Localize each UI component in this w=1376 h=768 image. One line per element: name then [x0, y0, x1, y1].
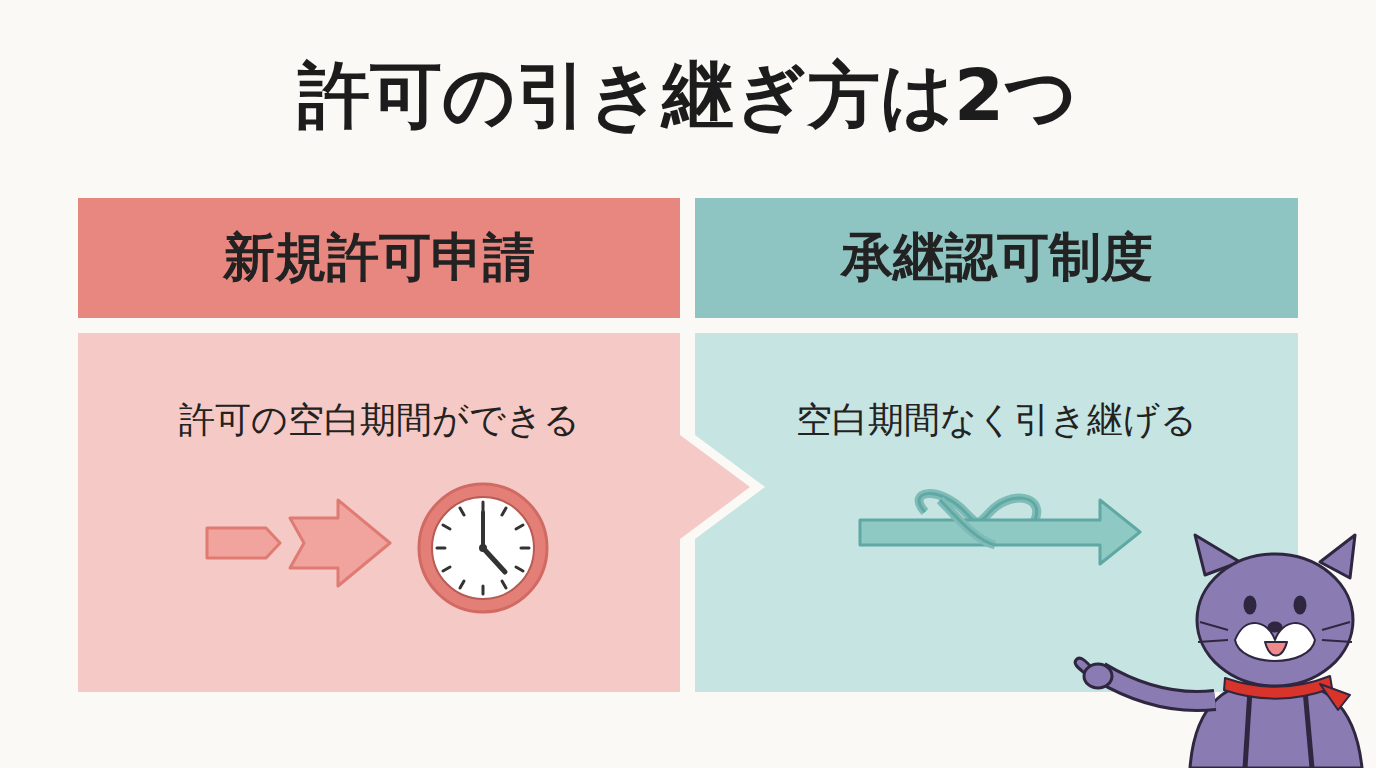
panel-text: 空白期間なく引き継げる — [796, 396, 1197, 445]
cat-mascot — [1075, 535, 1362, 768]
panel-heading: 新規許可申請 — [223, 223, 535, 293]
method-panel: 承継認可制度空白期間なく引き継げる — [695, 198, 1298, 692]
method-panel: 新規許可申請許可の空白期間ができる — [78, 198, 680, 692]
title: 許可の引き継ぎ方は2つ — [0, 48, 1376, 144]
knot-arrow-icon — [860, 494, 1140, 564]
panel-heading: 承継認可制度 — [841, 223, 1153, 293]
panel-text: 許可の空白期間ができる — [179, 396, 580, 445]
arrow-icon — [207, 500, 390, 586]
clock-icon — [419, 484, 547, 612]
